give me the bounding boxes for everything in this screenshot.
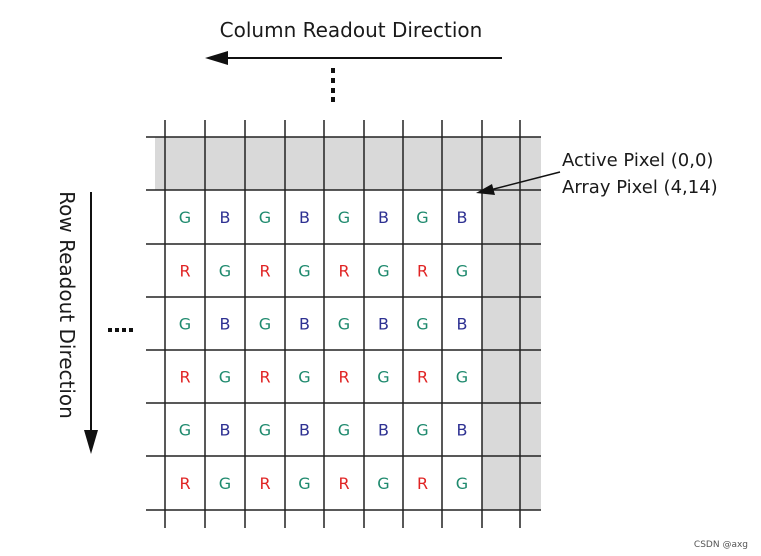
pixel-cell-r: R (338, 262, 349, 281)
column-readout-arrow (205, 51, 502, 65)
pixel-cell-r: R (259, 474, 270, 493)
pixel-cell-b: B (299, 421, 310, 440)
pixel-grid-lines (146, 120, 541, 528)
pixel-cell-r: R (338, 474, 349, 493)
pixel-cell-g: G (259, 421, 271, 440)
pixel-cell-g: G (338, 421, 350, 440)
pixel-cell-g: G (456, 474, 468, 493)
pixel-cell-g: G (456, 262, 468, 281)
pixel-cell-g: G (416, 315, 428, 334)
row-readout-label: Row Readout Direction (55, 191, 79, 419)
array-pixel-label: Array Pixel (4,14) (562, 177, 718, 198)
pixel-cell-r: R (179, 262, 190, 281)
inactive-right-band (482, 137, 541, 510)
pixel-cell-b: B (457, 315, 468, 334)
pixel-cell-b: B (378, 421, 389, 440)
pixel-cell-r: R (259, 262, 270, 281)
pixel-cell-r: R (179, 474, 190, 493)
inactive-top-band (155, 137, 541, 190)
pixel-cell-g: G (377, 368, 389, 387)
pixel-cell-g: G (259, 208, 271, 227)
pixel-cell-g: G (377, 474, 389, 493)
pixel-cell-b: B (299, 208, 310, 227)
pixel-cell-b: B (220, 315, 231, 334)
pixel-cell-b: B (378, 208, 389, 227)
pixel-cell-r: R (338, 368, 349, 387)
row-readout-arrow (84, 192, 98, 454)
pixel-cell-g: G (298, 474, 310, 493)
pixel-cell-r: R (417, 474, 428, 493)
column-continuation-dots (331, 68, 335, 102)
pixel-cell-b: B (299, 315, 310, 334)
annotation-arrow (476, 171, 561, 195)
pixel-cell-b: B (457, 421, 468, 440)
column-readout-label: Column Readout Direction (220, 18, 483, 42)
pixel-cell-g: G (456, 368, 468, 387)
pixel-cell-g: G (219, 474, 231, 493)
pixel-cell-g: G (416, 208, 428, 227)
pixel-cell-g: G (298, 262, 310, 281)
pixel-cell-g: G (338, 208, 350, 227)
pixel-cell-g: G (416, 421, 428, 440)
pixel-cell-g: G (179, 421, 191, 440)
pixel-cell-g: G (219, 262, 231, 281)
pixel-cell-r: R (259, 368, 270, 387)
pixel-cell-b: B (457, 208, 468, 227)
pixel-cell-g: G (338, 315, 350, 334)
pixel-cell-g: G (298, 368, 310, 387)
pixel-cell-g: G (219, 368, 231, 387)
pixel-cell-g: G (179, 315, 191, 334)
row-continuation-dots (108, 328, 133, 332)
pixel-cell-b: B (378, 315, 389, 334)
pixel-cell-g: G (179, 208, 191, 227)
pixel-cell-b: B (220, 421, 231, 440)
pixel-cell-r: R (179, 368, 190, 387)
pixel-cell-b: B (220, 208, 231, 227)
active-pixel-label: Active Pixel (0,0) (562, 150, 713, 171)
pixel-cell-r: R (417, 368, 428, 387)
pixel-cell-g: G (259, 315, 271, 334)
bayer-pattern-letters: G B G B G B G B R G R G R G R G G B G B G B G B R G R G R G R G G B G B G B G B… (179, 208, 468, 493)
watermark: CSDN @axg (694, 540, 748, 550)
pixel-cell-r: R (417, 262, 428, 281)
pixel-cell-g: G (377, 262, 389, 281)
